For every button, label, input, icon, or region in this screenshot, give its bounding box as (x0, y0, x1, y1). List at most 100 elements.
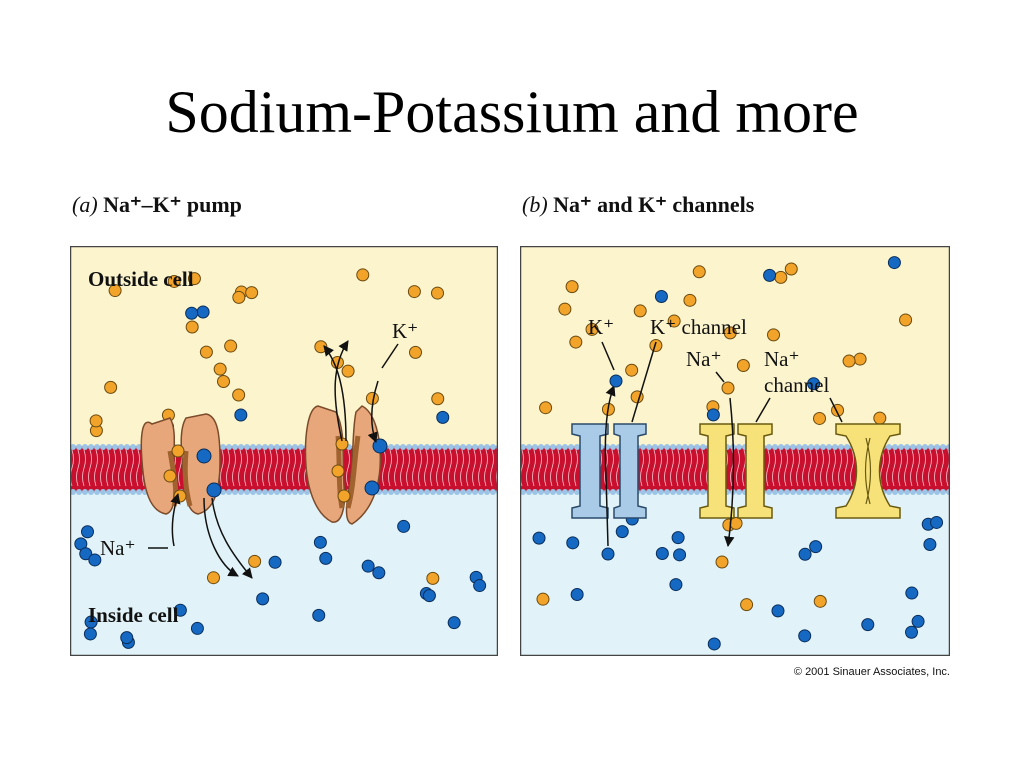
sodium-ion (224, 339, 238, 353)
lipid-tail (664, 449, 668, 487)
lipid-head (118, 489, 124, 495)
lipid-head (418, 489, 424, 495)
sodium-channel-open (699, 423, 773, 519)
lipid-tail (682, 449, 686, 487)
potassium-ion (615, 525, 629, 539)
potassium-ion (173, 603, 187, 617)
lipid-head (790, 444, 796, 450)
potassium-ion (673, 548, 687, 562)
potassium-ion (256, 592, 270, 606)
lipid-head (892, 444, 898, 450)
lipid-head (520, 444, 526, 450)
lipid-head (766, 489, 772, 495)
sodium-ion (842, 354, 856, 368)
lipid-tail (928, 449, 932, 487)
lipid-head (562, 489, 568, 495)
lipid-head (796, 444, 802, 450)
lipid-head (940, 444, 946, 450)
lipid-head (232, 489, 238, 495)
lipid-head (646, 444, 652, 450)
panel-border (70, 246, 498, 656)
sodium-ion (539, 401, 553, 415)
lipid-tail (652, 449, 656, 487)
lipid-head (658, 444, 664, 450)
lipid-tails (70, 446, 498, 492)
lipid-head (250, 489, 256, 495)
lipid-head (256, 444, 262, 450)
lipid-head (124, 444, 130, 450)
ions-layer (74, 268, 487, 649)
lipid-head (694, 444, 700, 450)
lipid-head (892, 489, 898, 495)
lipid-tail (832, 449, 836, 487)
lipid-tail (436, 449, 440, 487)
potassium-ion (669, 578, 683, 592)
lipid-head (772, 489, 778, 495)
lipid-head (484, 489, 490, 495)
potassium-ion (436, 410, 450, 424)
lipid-head (646, 489, 652, 495)
lipid-head (658, 489, 664, 495)
sodium-ion (667, 314, 681, 328)
sodium-ion (813, 594, 827, 608)
sodium-ion (813, 411, 827, 425)
lipid-head (238, 444, 244, 450)
lipid-tail (400, 449, 404, 487)
lipid-head (442, 444, 448, 450)
lipid-head (550, 444, 556, 450)
lipid-head (220, 444, 226, 450)
lipid-head (526, 489, 532, 495)
lipid-head (688, 444, 694, 450)
lipid-tail (94, 449, 98, 487)
lipid-tail (418, 449, 422, 487)
lipid-head (796, 489, 802, 495)
potassium-ion (80, 525, 94, 539)
potassium-ion (422, 589, 436, 603)
lipid-head (526, 444, 532, 450)
lipid-head (736, 444, 742, 450)
membrane (70, 444, 498, 495)
lipid-head (838, 489, 844, 495)
sodium-in-arrow (724, 397, 735, 548)
lipid-tail (388, 449, 392, 487)
lipid-head (436, 489, 442, 495)
lipid-tail (262, 449, 266, 487)
na-label: Na⁺ (100, 536, 136, 560)
lipid-tail (778, 449, 782, 487)
sodium-ion (407, 285, 421, 299)
panel-a-caption: Na⁺–K⁺ pump (103, 192, 242, 217)
lipid-tail (550, 449, 554, 487)
potassium-ion (654, 290, 668, 304)
lipid-head (808, 489, 814, 495)
lipid-head (412, 489, 418, 495)
lipid-tail (922, 449, 926, 487)
sodium-ion (232, 388, 246, 402)
lipid-tail (934, 449, 938, 487)
sodium-ion (784, 262, 798, 276)
potassium-ion (268, 555, 282, 569)
lipid-head (280, 489, 286, 495)
potassium-ion (706, 408, 720, 422)
lipid-head (130, 489, 136, 495)
potassium-ion (234, 408, 248, 422)
lipid-tail (76, 449, 80, 487)
lipid-tail (226, 449, 230, 487)
potassium-ion (185, 306, 199, 320)
lipid-head (268, 444, 274, 450)
lipid-tail (700, 449, 704, 487)
potassium-ion (312, 608, 326, 622)
lipid-head (88, 444, 94, 450)
sodium-ion (431, 286, 445, 300)
lipid-head (238, 489, 244, 495)
lipid-tail (424, 449, 428, 487)
sodium-ion (729, 516, 743, 530)
lipid-head (832, 489, 838, 495)
lipid-head (274, 489, 280, 495)
lipid-head (70, 444, 76, 450)
lipid-tail (898, 449, 902, 487)
lipid-head (664, 444, 670, 450)
lipid-head (70, 489, 76, 495)
lipid-tail (412, 449, 416, 487)
lipid-head (664, 489, 670, 495)
potassium-ion (196, 305, 210, 319)
